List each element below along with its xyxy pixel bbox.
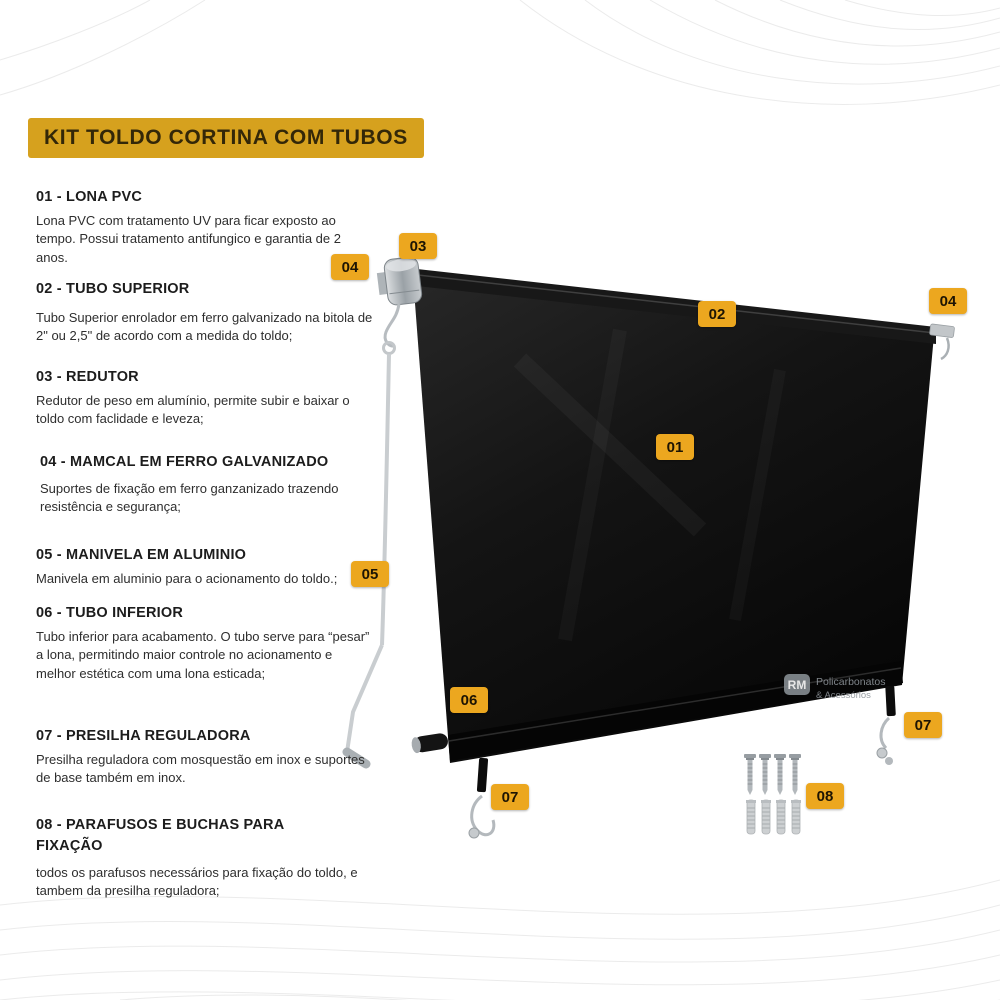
callout-06: 06 [450,687,488,713]
watermark-line1: Policarbonatos [816,676,885,688]
reducer-hook [383,303,401,348]
part-heading: 08 - PARAFUSOS E BUCHAS PARA FIXAÇÃO [36,817,284,855]
part-body: todos os parafusos necessários para fixa… [36,865,358,899]
part-body: Manivela em aluminio para o acionamento … [36,571,338,586]
right-strap-hook [876,685,896,765]
part-heading: 03 - REDUTOR [36,369,139,385]
callout-07-left: 07 [491,784,529,810]
callout-04-left: 04 [331,254,369,280]
part-body: Suportes de fixação em ferro ganzanizado… [40,481,339,515]
part-heading: 02 - TUBO SUPERIOR [36,281,190,297]
part-item-07: 07 - PRESILHA REGULADORA Presilha regula… [36,728,374,788]
callout-04-right: 04 [929,288,967,314]
callout-07-right: 07 [904,712,942,738]
part-item-02: 02 - TUBO SUPERIOR Tubo Superior enrolad… [36,281,374,346]
callout-01: 01 [656,434,694,460]
screws-and-plugs [743,753,802,835]
left-strap-hook [468,757,496,839]
part-body: Tubo Superior enrolador em ferro galvani… [36,310,373,344]
left-end-bracket [376,256,423,348]
part-heading: 07 - PRESILHA REGULADORA [36,728,251,744]
part-item-03: 03 - REDUTOR Redutor de peso em alumínio… [36,369,374,429]
watermark-line2: & Acessórios [816,690,871,701]
part-item-01: 01 - LONA PVC Lona PVC com tratamento UV… [36,189,374,267]
callout-02: 02 [698,301,736,327]
part-body: Presilha reguladora com mosquestão em in… [36,752,365,786]
top-roller-tube [408,268,936,344]
part-heading: 06 - TUBO INFERIOR [36,605,183,621]
callout-08: 08 [806,783,844,809]
part-item-06: 06 - TUBO INFERIOR Tubo inferior para ac… [36,605,374,683]
part-heading: 04 - MAMCAL EM FERRO GALVANIZADO [40,454,329,470]
part-item-05: 05 - MANIVELA EM ALUMINIO Manivela em al… [36,547,374,588]
callout-03: 03 [399,233,437,259]
awning-canvas [413,277,934,763]
part-body: Lona PVC com tratamento UV para ficar ex… [36,213,341,265]
part-item-04: 04 - MAMCAL EM FERRO GALVANIZADO Suporte… [36,454,378,517]
right-end-bracket [929,323,955,361]
part-body: Tubo inferior para acabamento. O tubo se… [36,629,370,681]
part-item-08: 08 - PARAFUSOS E BUCHAS PARA FIXAÇÃO tod… [36,815,374,901]
part-heading: 05 - MANIVELA EM ALUMINIO [36,547,247,563]
crank-handle [342,341,396,769]
rm-logo-watermark: RM Policarbonatos & Acessórios [784,674,885,701]
page-title: KIT TOLDO CORTINA COM TUBOS [28,118,424,158]
callout-05: 05 [351,561,389,587]
part-body: Redutor de peso em alumínio, permite sub… [36,393,350,427]
rm-logo-text: RM [788,678,807,692]
part-heading: 01 - LONA PVC [36,189,142,205]
